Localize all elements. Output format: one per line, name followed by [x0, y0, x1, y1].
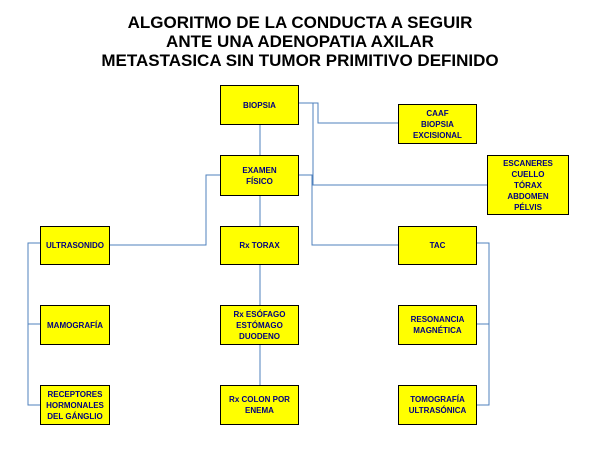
box-receptores-label: RECEPTORES HORMONALES DEL GÁNGLIO	[46, 389, 104, 421]
box-biopsia-label: BIOPSIA	[243, 100, 276, 110]
box-receptores: RECEPTORES HORMONALES DEL GÁNGLIO	[40, 385, 110, 425]
connector-examen-ultrasonido	[110, 174, 220, 246]
box-tac-label: TAC	[429, 241, 446, 250]
connector-biopsia-escaneres	[299, 102, 487, 186]
box-tomografia-label: TOMOGRAFÍA ULTRASÓNICA	[408, 395, 467, 415]
box-rx-colon-label: Rx COLON POR ENEMA	[229, 395, 290, 415]
box-ultrasonido-label: ULTRASONIDO	[45, 241, 105, 250]
box-caaf-label: CAAF BIOPSIA EXCISIONAL	[413, 108, 462, 140]
box-tomografia: TOMOGRAFÍA ULTRASÓNICA	[398, 385, 477, 425]
title-line-3: METASTASICA SIN TUMOR PRIMITIVO DEFINIDO	[101, 51, 499, 70]
box-mamografia-label: MAMOGRAFÍA	[47, 320, 103, 330]
diagram-title: ALGORITMO DE LA CONDUCTA A SEGUIR ANTE U…	[0, 13, 600, 70]
box-resonancia-label: RESONANCIA MAGNÉTICA	[410, 315, 465, 335]
box-biopsia: BIOPSIA	[220, 85, 299, 125]
box-examen-fisico-label: EXAMEN FÍSICO	[242, 165, 277, 186]
box-rx-esofago-label: Rx ESÓFAGO ESTÓMAGO DUODENO	[233, 309, 286, 341]
connector-examen-tac	[299, 174, 398, 246]
box-rx-colon: Rx COLON POR ENEMA	[220, 385, 299, 425]
box-escaneres-label: ESCANERES CUELLO TÓRAX ABDOMEN PÉLVIS	[503, 158, 553, 212]
title-line-2: ANTE UNA ADENOPATIA AXILAR	[166, 32, 434, 51]
box-escaneres: ESCANERES CUELLO TÓRAX ABDOMEN PÉLVIS	[487, 155, 569, 215]
box-rx-torax: Rx TORAX	[220, 226, 299, 265]
box-mamografia: MAMOGRAFÍA	[40, 305, 110, 345]
box-examen-fisico: EXAMEN FÍSICO	[220, 155, 299, 196]
box-resonancia: RESONANCIA MAGNÉTICA	[398, 305, 477, 345]
box-ultrasonido: ULTRASONIDO	[40, 226, 110, 265]
box-rx-torax-label: Rx TORAX	[239, 241, 280, 250]
box-rx-esofago: Rx ESÓFAGO ESTÓMAGO DUODENO	[220, 305, 299, 345]
connector-biopsia-caaf	[299, 102, 398, 124]
box-tac: TAC	[398, 226, 477, 265]
title-line-1: ALGORITMO DE LA CONDUCTA A SEGUIR	[127, 13, 473, 32]
box-caaf: CAAF BIOPSIA EXCISIONAL	[398, 104, 477, 144]
